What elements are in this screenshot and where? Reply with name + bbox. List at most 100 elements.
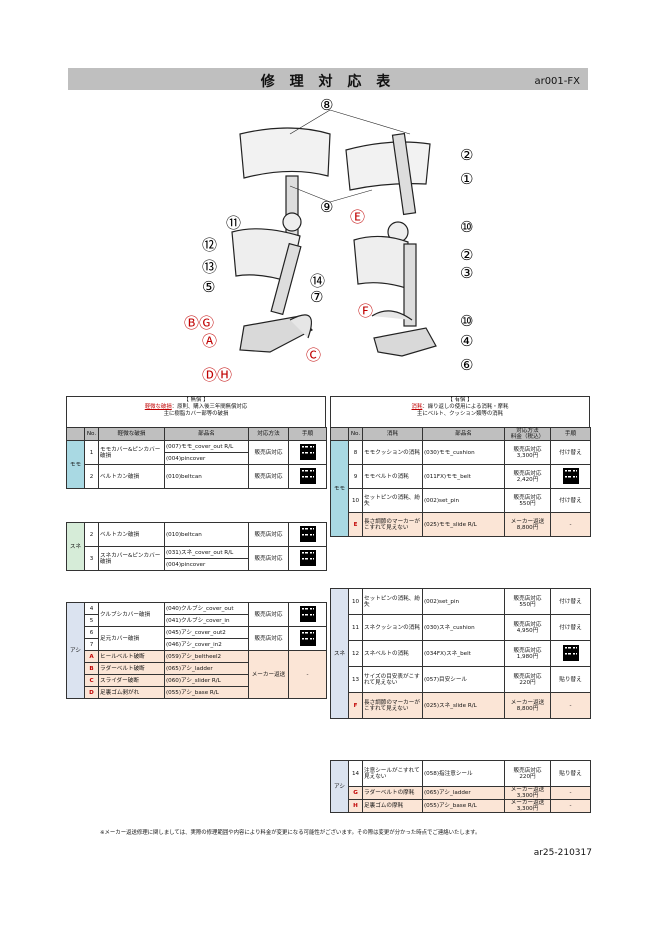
table-row: 3 スネカバー&ピンカバー破損 (031)スネ_cover_out R/L 販売… bbox=[67, 546, 327, 571]
row-wear: スネクッションの消耗 bbox=[362, 614, 423, 641]
qr-code-icon[interactable] bbox=[288, 626, 327, 651]
row-method: 販売店対応 bbox=[248, 522, 289, 547]
row-part: (058)指注意シール bbox=[422, 760, 505, 787]
row-part: (045)アシ_cover_out2 bbox=[164, 626, 249, 639]
left-foot bbox=[239, 315, 313, 353]
row-no: 10 bbox=[348, 488, 363, 513]
row-damage: スライダー破断 bbox=[98, 674, 165, 687]
row-wear: モモクッションの消耗 bbox=[362, 440, 423, 465]
row-no: E bbox=[348, 512, 363, 537]
callout-1: ① bbox=[460, 170, 473, 188]
row-wear: スネベルトの消耗 bbox=[362, 640, 423, 667]
qr-code-icon[interactable] bbox=[288, 464, 327, 489]
paid-scope-text: 主にベルト、クッション類等の消耗 bbox=[416, 411, 504, 417]
callout-9: ⑨ bbox=[320, 198, 333, 216]
free-ashi-table: アシ 4 クルブシカバー破損 (040)クルブシ_cover_out 販売店対応… bbox=[66, 602, 327, 699]
row-no: 2 bbox=[84, 464, 99, 489]
callout-5: ⑤ bbox=[202, 278, 215, 296]
row-part: (055)アシ_base R/L bbox=[422, 799, 505, 813]
paid-repair-header: 【 有償 】 消耗：繰り返しの使用による消耗・摩耗 主にベルト、クッション類等の… bbox=[330, 396, 590, 428]
page-title: 修 理 対 応 表 bbox=[260, 74, 396, 90]
callout-C: Ⓒ bbox=[306, 346, 321, 364]
table-row: 2 ベルトカン破損 (010)beltcan 販売店対応 bbox=[67, 464, 327, 489]
row-part: (025)スネ_slide R/L bbox=[422, 692, 505, 719]
table-row: A ヒールベルト破断 (059)アシ_beltheel2 メーカー返送 - bbox=[66, 650, 327, 699]
left-lower-bar bbox=[270, 242, 302, 316]
right-foot bbox=[373, 327, 437, 357]
row-no: H bbox=[348, 799, 363, 813]
row-part: (060)アシ_slider R/L bbox=[164, 674, 249, 687]
right-upper-bar bbox=[391, 132, 417, 216]
table-header-row: No.軽微な破損部品名対応方法手順 bbox=[66, 427, 327, 441]
callout-DH: ⒹⒽ bbox=[202, 366, 232, 384]
row-part: (030)スネ_cushion bbox=[422, 614, 505, 641]
row-wear: 注意シールがこすれて見えない bbox=[362, 760, 423, 787]
row-no: G bbox=[348, 786, 363, 800]
callout-10-top: ⑩ bbox=[460, 218, 473, 236]
row-damage: ヒールベルト破断 bbox=[98, 650, 165, 663]
col-part: 部品名 bbox=[422, 427, 505, 441]
col-damage: 軽微な破損 bbox=[98, 427, 165, 441]
qr-code-icon[interactable] bbox=[550, 640, 591, 667]
free-policy-text: ：原則、購入後三年間無償対応 bbox=[171, 404, 248, 410]
row-no: 3 bbox=[84, 546, 99, 571]
qr-code-icon[interactable] bbox=[550, 464, 591, 489]
paid-momo-table: No.消耗部品名 対応方法料金（税込） 手順 モモ 8 モモクッションの消耗 (… bbox=[330, 427, 591, 537]
paid-policy-text: ：繰り返しの使用による消耗・摩耗 bbox=[422, 404, 509, 410]
row-step: - bbox=[550, 512, 591, 537]
row-part: (040)クルブシ_cover_out bbox=[164, 602, 249, 615]
row-part: (055)アシ_base R/L bbox=[164, 686, 249, 699]
paid-label: 【 有償 】 bbox=[447, 397, 473, 403]
row-no: 8 bbox=[348, 440, 363, 465]
row-part: (046)アシ_cover_in2 bbox=[164, 638, 249, 651]
callout-A: Ⓐ bbox=[202, 332, 217, 350]
row-no: 4 bbox=[84, 602, 99, 615]
row-no: 10 bbox=[348, 588, 363, 615]
category-sune: スネ bbox=[66, 522, 85, 571]
title-bar: 修 理 対 応 表 ar001-FX bbox=[68, 68, 588, 90]
wear-label: 消耗 bbox=[411, 404, 423, 410]
row-step: - bbox=[550, 799, 591, 813]
col-no: No. bbox=[348, 427, 363, 441]
col-method: 対応方法 bbox=[248, 427, 289, 441]
category-momo: モモ bbox=[330, 440, 349, 537]
row-damage: 足元カバー破損 bbox=[98, 626, 165, 651]
row-no: B bbox=[84, 662, 99, 675]
col-method-price: 対応方法料金（税込） bbox=[504, 427, 551, 441]
qr-code-icon[interactable] bbox=[288, 522, 327, 547]
row-step: 付け替え bbox=[550, 588, 591, 615]
left-thigh-cuff bbox=[239, 127, 331, 179]
row-part: (002)set_pin bbox=[422, 488, 505, 513]
callout-4: ④ bbox=[460, 332, 473, 350]
row-part: (010)beltcan bbox=[164, 522, 249, 547]
row-method: メーカー返送 bbox=[248, 650, 289, 699]
row-part: (030)モモ_cushion bbox=[422, 440, 505, 465]
qr-code-icon[interactable] bbox=[288, 546, 327, 571]
callout-2-mid: ② bbox=[460, 246, 473, 264]
row-part: (002)set_pin bbox=[422, 588, 505, 615]
row-step: 貼り替え bbox=[550, 760, 591, 787]
row-step: - bbox=[550, 786, 591, 800]
row-step: 付け替え bbox=[550, 440, 591, 465]
callout-E: Ⓔ bbox=[350, 208, 365, 226]
qr-code-icon[interactable] bbox=[288, 602, 327, 627]
row-no: 7 bbox=[84, 638, 99, 651]
free-sune-table: スネ 2 ベルトカン破損 (010)beltcan 販売店対応 3 スネカバー&… bbox=[66, 522, 327, 571]
col-no: No. bbox=[84, 427, 99, 441]
row-damage: ラダーベルト破断 bbox=[98, 662, 165, 675]
row-wear: サイズの目安表がこすれて見えない bbox=[362, 666, 423, 693]
qr-code-icon[interactable] bbox=[288, 440, 327, 465]
row-wear: モモベルトの消耗 bbox=[362, 464, 423, 489]
row-damage: ベルトカン破損 bbox=[98, 522, 165, 547]
